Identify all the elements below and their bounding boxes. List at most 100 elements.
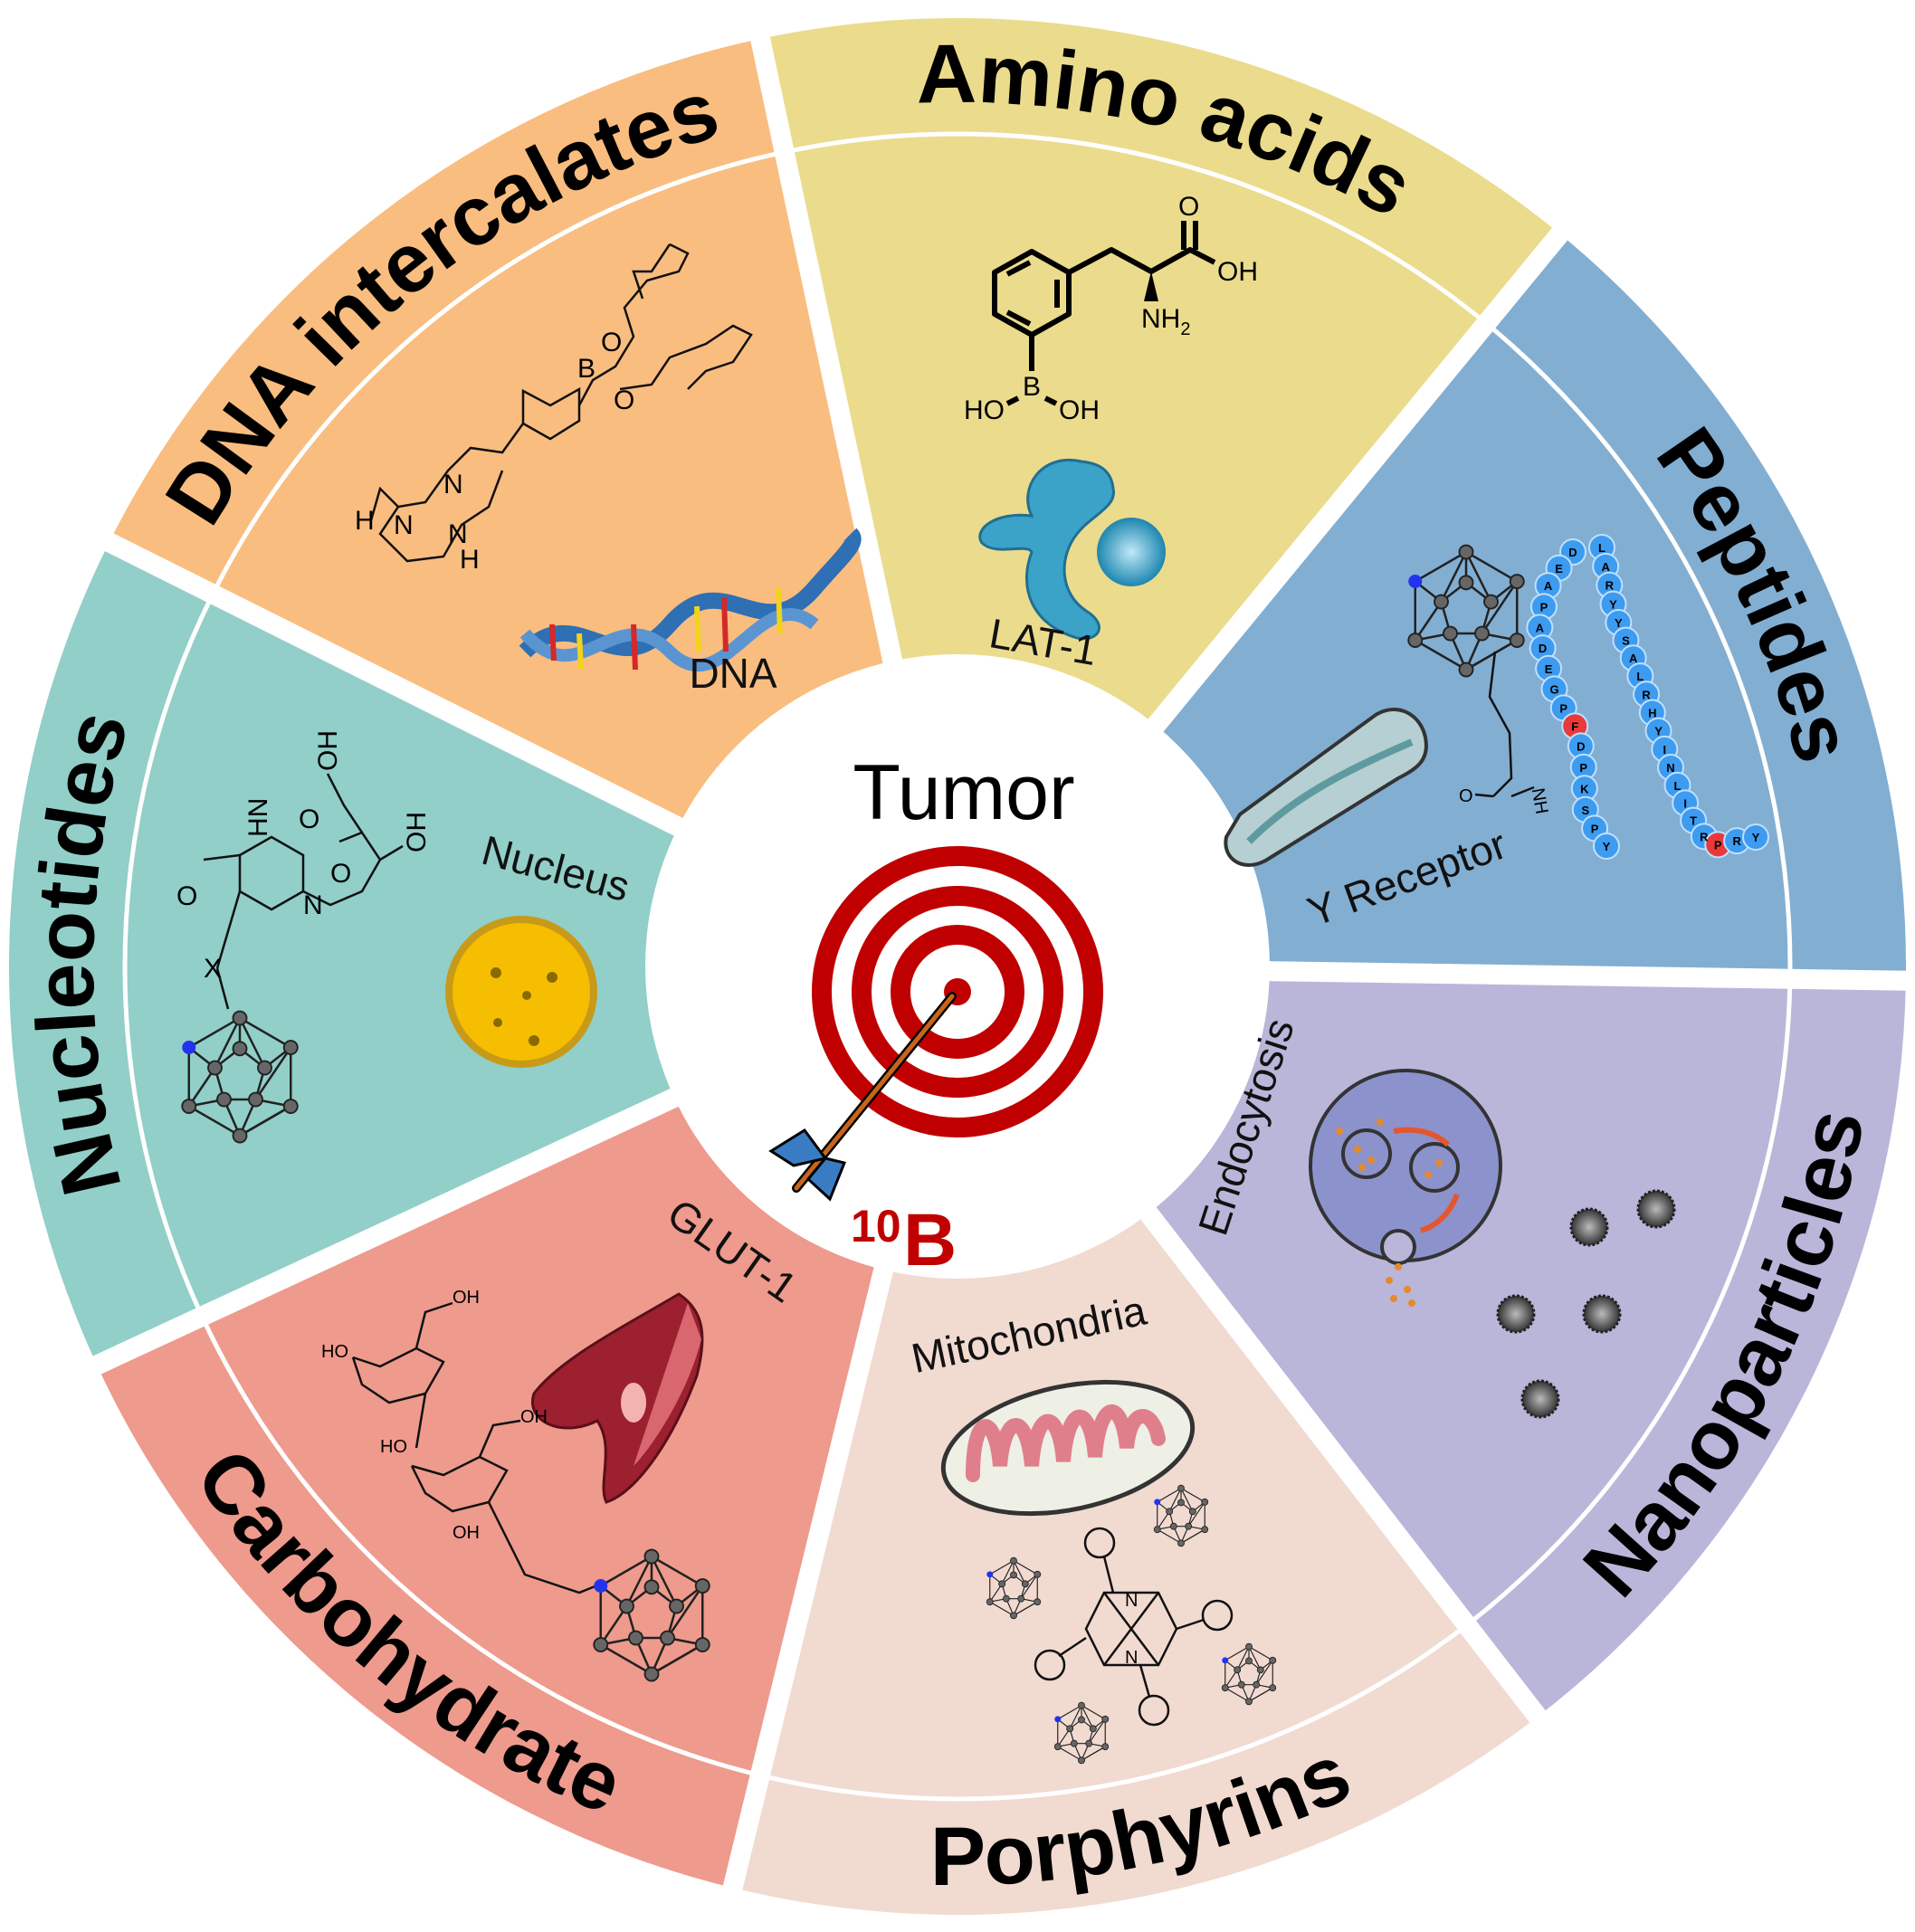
sector-gap: [748, 27, 906, 677]
nanoparticle-icon: [1496, 1294, 1536, 1334]
chem-n: N: [394, 510, 414, 540]
sector-gap: [720, 1253, 897, 1899]
amino-acid-letter: A: [1536, 621, 1545, 634]
chem-oh: OH: [520, 1407, 548, 1427]
boronophenylalanine-structure: O OH NH2 B HO OH: [964, 192, 1258, 425]
isotope-symbol: B: [903, 1199, 957, 1281]
amino-acid-letter: Y: [1752, 831, 1760, 844]
dna-label: DNA: [689, 650, 776, 697]
amino-acid-letter: I: [1683, 796, 1687, 810]
chem-oh2: OH: [1059, 395, 1100, 425]
dart-icon: [768, 992, 957, 1202]
chem-oh: OH: [453, 1288, 480, 1308]
chem-n: N: [448, 519, 468, 549]
peptide-bead-circles: [1526, 534, 1769, 860]
chem-o: O: [176, 881, 197, 911]
amino-acid-letter: N: [1666, 761, 1674, 775]
amino-acid-letter: Y: [1654, 725, 1663, 738]
amino-acid-letter: A: [1601, 560, 1610, 574]
y-receptor-icon: [1224, 708, 1428, 867]
amino-acid-letter: P: [1591, 822, 1599, 835]
chem-o: O: [601, 328, 622, 357]
chem-ho: HO: [321, 1342, 348, 1362]
nanoparticles-content: Endocytosis: [1189, 1013, 1676, 1419]
amino-acid-letter: L: [1598, 541, 1605, 555]
chem-h: H: [355, 506, 375, 536]
dna-helix-icon: [519, 528, 862, 672]
chem-oh: OH: [402, 812, 432, 852]
chem-n: N: [303, 890, 323, 920]
sector-amino-acids: [760, 17, 1560, 729]
chem-n: N: [443, 470, 463, 500]
amino-acid-letter: G: [1549, 682, 1558, 696]
chem-o: O: [299, 804, 319, 834]
linker-bond: [1488, 651, 1513, 797]
nucleus-icon: [445, 916, 597, 1068]
amino-acid-letter: Y: [1615, 616, 1623, 630]
chem-n: N: [1125, 1648, 1138, 1668]
amino-acid-letter: D: [1568, 546, 1577, 559]
amino-acid-letter: K: [1580, 782, 1589, 795]
sector-gap: [96, 528, 695, 842]
boron-intercalator-structure: B O O N N N H H: [355, 243, 753, 575]
isotope-mass-number: 10: [851, 1201, 901, 1252]
dna-intercalates-content: B O O N N N H H DNA: [355, 243, 862, 697]
amino-acid-letter: P: [1559, 701, 1567, 715]
nanoparticle-icon: [1520, 1379, 1560, 1419]
sector-carbohydrate: [97, 1095, 885, 1889]
endocytosis-cell-icon: [1309, 1069, 1502, 1307]
nanoparticle-icon: [1569, 1207, 1609, 1247]
amino-acid-letter: L: [1636, 670, 1643, 683]
chem-o: O: [1178, 192, 1199, 222]
amino-acid-letter: P: [1714, 838, 1722, 852]
target-icon: [812, 846, 1103, 1137]
amino-acid-letter: P: [1540, 600, 1548, 614]
chem-h: H: [460, 545, 480, 575]
sector-gap: [1139, 220, 1574, 743]
amino-acid-letter: A: [1544, 579, 1553, 593]
chem-b: B: [577, 354, 595, 384]
chem-b: B: [1023, 372, 1041, 402]
chem-o: O: [330, 859, 351, 889]
lat1-transporter-icon: [978, 459, 1166, 641]
amino-acid-letter: S: [1622, 634, 1630, 648]
amino-acid-letter: R: [1605, 579, 1615, 593]
nanoparticle-icon: [1582, 1294, 1622, 1334]
band-divider-arc: [122, 131, 1793, 1802]
sector-gap: [84, 1082, 691, 1378]
chem-oh: OH: [313, 730, 343, 771]
sector-gaps: [84, 27, 1915, 1899]
chem-ho: HO: [964, 395, 1005, 425]
amino-acid-bead: [1593, 833, 1620, 860]
chem-nh2: NH2: [1141, 304, 1190, 339]
mitochondria-icon: [940, 1379, 1196, 1517]
nanoparticle-icons: [1496, 1189, 1676, 1419]
chem-o: O: [1459, 786, 1473, 806]
amino-acid-letter: R: [1642, 688, 1651, 701]
amino-acid-letter: S: [1581, 804, 1589, 817]
tumor-title: Tumor: [853, 749, 1074, 836]
amino-acid-letter: R: [1700, 830, 1709, 843]
chem-o: O: [614, 385, 634, 415]
chem-oh: OH: [453, 1523, 480, 1543]
porphyrin-structure: N N: [1034, 1527, 1234, 1727]
amino-acid-letter: I: [1663, 743, 1666, 757]
chem-oh: OH: [1217, 257, 1258, 287]
sugar-structure: HO OH HO OH OH: [321, 1288, 603, 1594]
amino-acid-letter: Y: [1603, 840, 1611, 853]
sector-porphyrins: [732, 1209, 1539, 1915]
chem-ho: HO: [380, 1437, 407, 1457]
chem-n: N: [1125, 1591, 1138, 1611]
amino-acid-letter: E: [1555, 562, 1563, 576]
amino-acid-bead: [1742, 823, 1769, 851]
amino-acid-letter: F: [1571, 719, 1578, 733]
amino-acid-letter: L: [1674, 779, 1682, 793]
amino-acid-letter: P: [1579, 761, 1587, 775]
nanoparticle-icon: [1636, 1189, 1676, 1229]
center-tumor: Tumor 10 B: [768, 749, 1103, 1281]
amino-acid-letter: R: [1732, 834, 1741, 848]
chem-x: X: [204, 954, 222, 984]
amino-acid-letter: T: [1690, 814, 1697, 828]
